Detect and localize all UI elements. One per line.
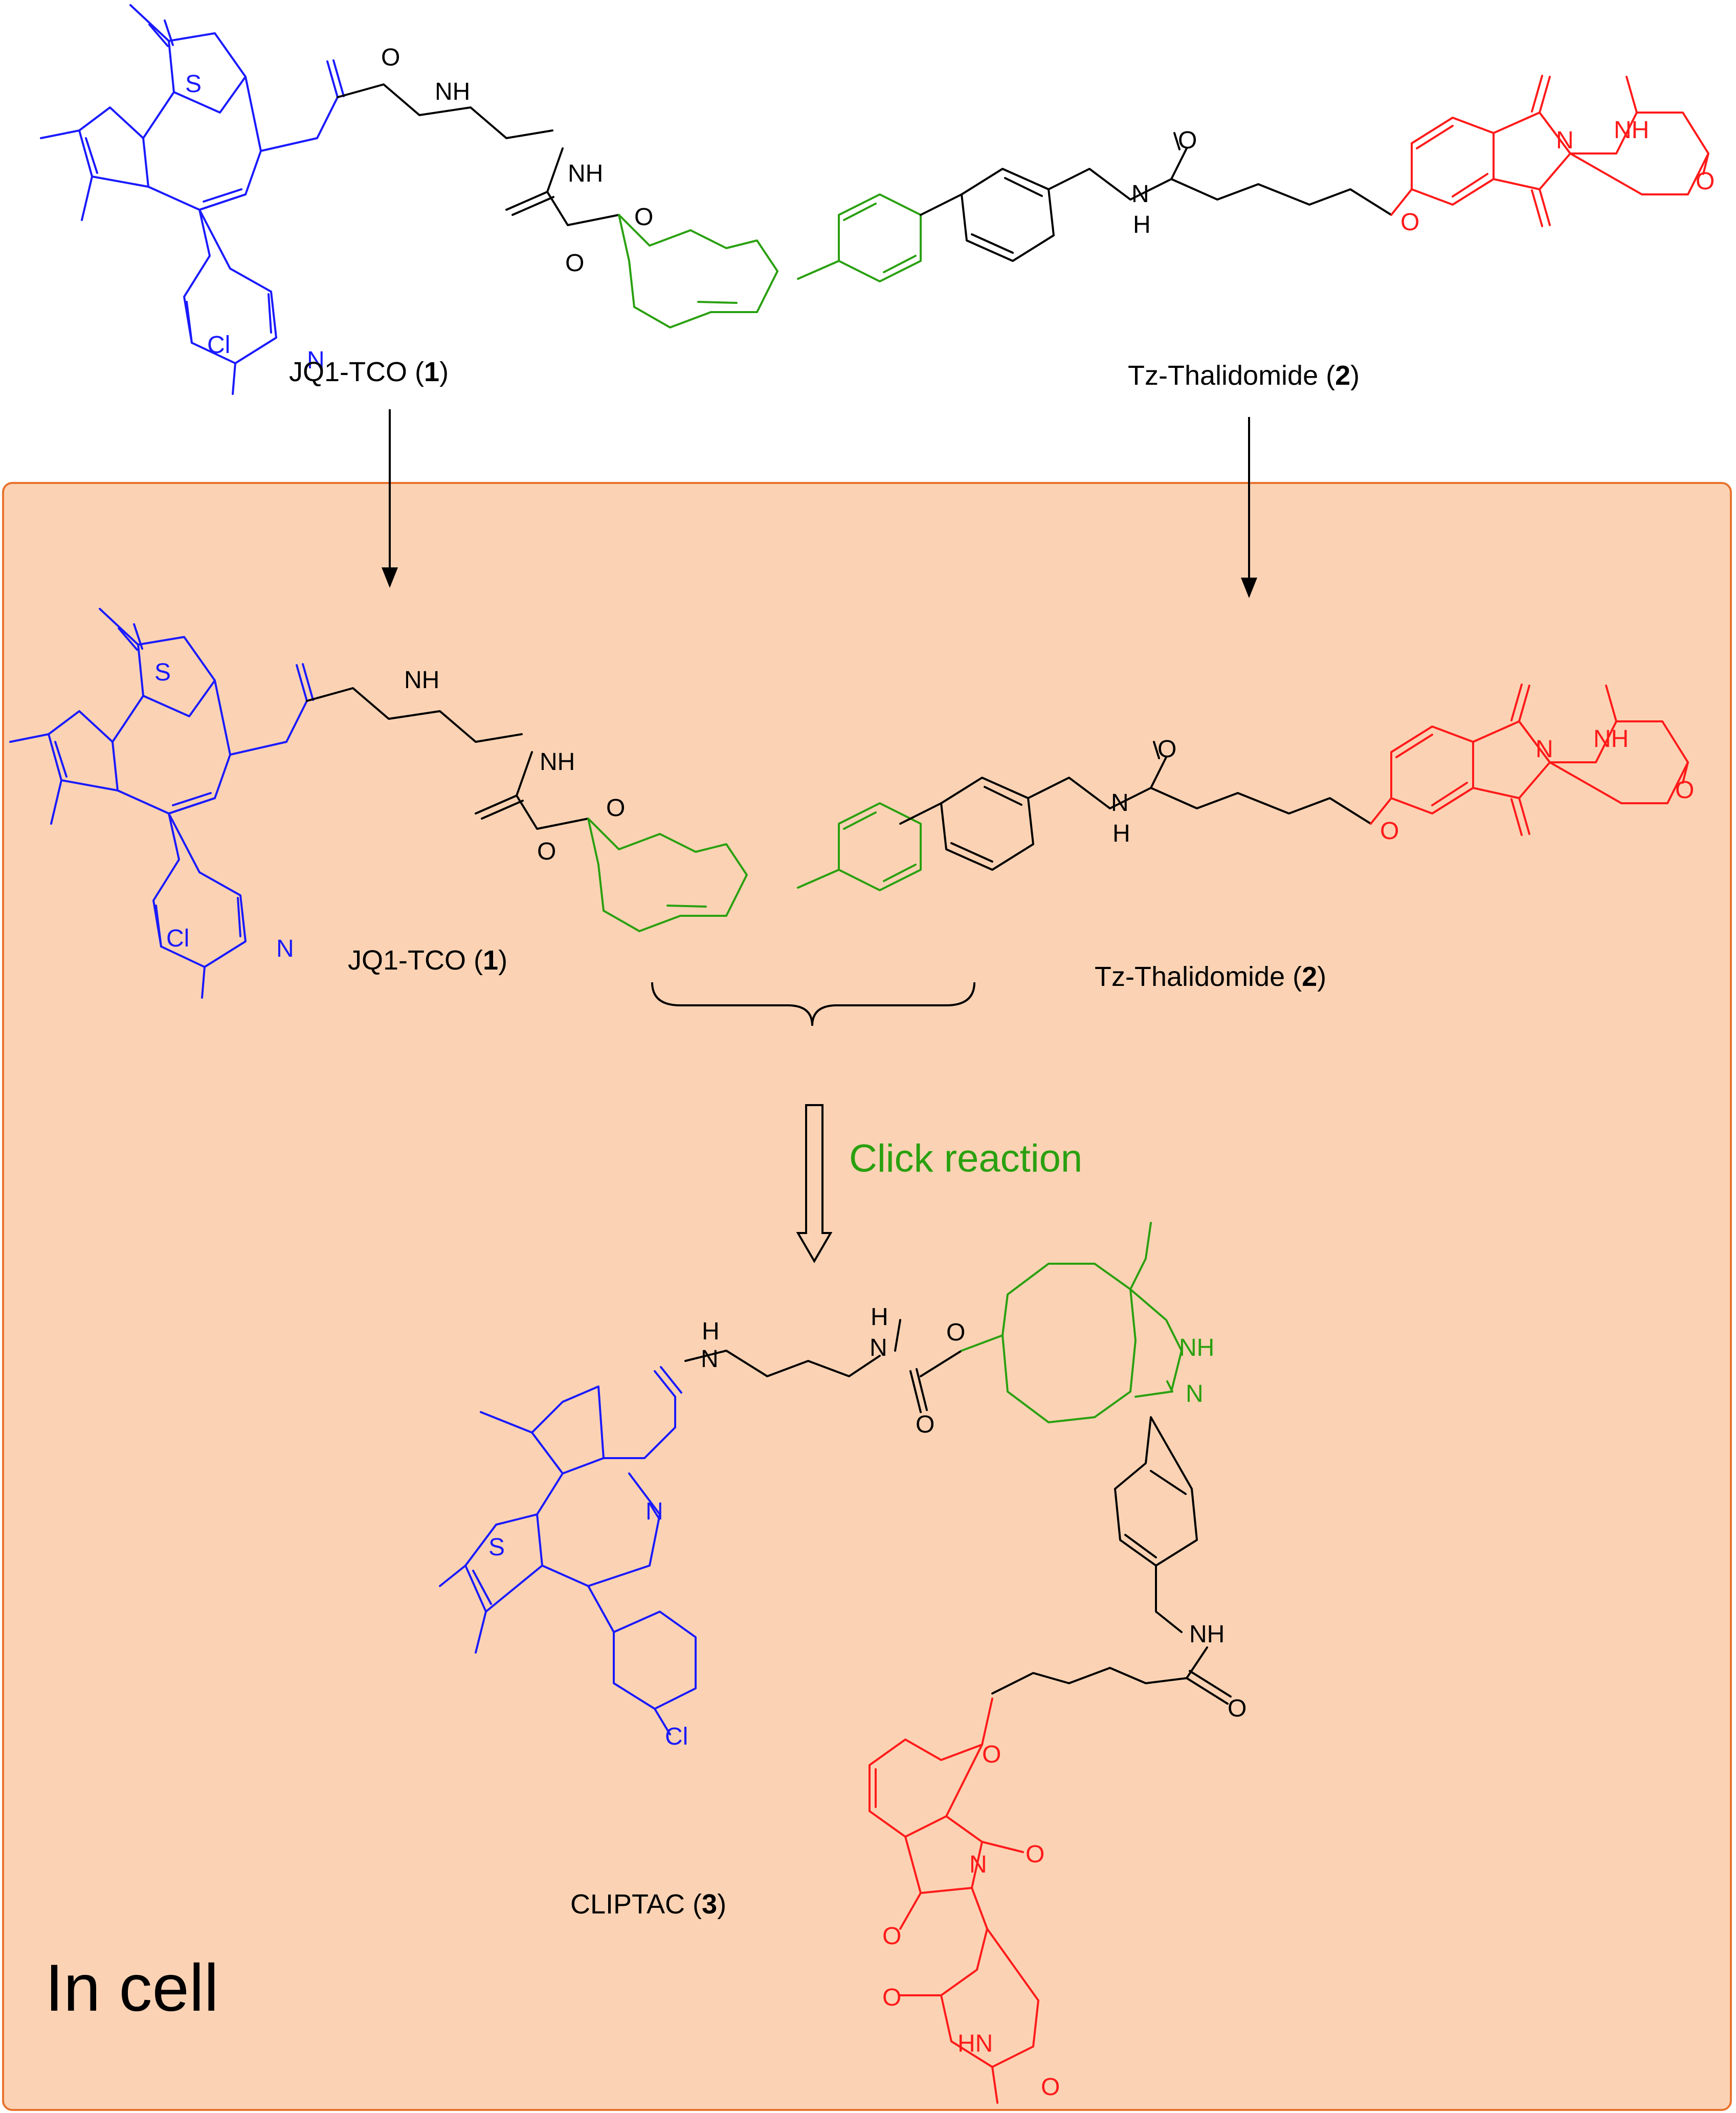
atom-hn: HN — [958, 2030, 993, 2057]
atom-o: O — [1400, 209, 1419, 236]
atom-o: O — [381, 44, 400, 71]
atom-o: O — [1178, 127, 1197, 154]
atom-o: O — [1041, 2074, 1060, 2101]
atom-n: N — [1186, 1380, 1204, 1407]
atom-o: O — [565, 250, 584, 277]
atom-o: O — [1158, 736, 1176, 763]
atom-h: H — [702, 1318, 720, 1345]
label-tz-thalidomide-top: Tz-Thalidomide (2) — [1128, 360, 1360, 391]
atom-n: N — [870, 1334, 887, 1361]
atom-s: S — [488, 1534, 505, 1561]
atom-o: O — [1696, 168, 1715, 195]
in-cell-region — [2, 482, 1732, 2111]
atom-n: N — [1111, 789, 1129, 817]
atom-s: S — [154, 659, 171, 686]
atom-o: O — [1380, 818, 1399, 845]
atom-h: H — [1133, 211, 1151, 238]
atom-o: O — [982, 1741, 1001, 1768]
atom-n: N — [307, 347, 325, 374]
atom-nh: NH — [1614, 117, 1649, 144]
atom-nh: NH — [1593, 725, 1629, 753]
reaction-arrow — [796, 1104, 833, 1263]
atom-o: O — [916, 1411, 934, 1438]
cliptac-structure — [439, 1222, 1232, 2104]
atom-h: H — [871, 1304, 888, 1331]
atom-n: N — [276, 935, 294, 962]
atom-o: O — [1026, 1841, 1044, 1868]
atom-cl: Cl — [207, 332, 230, 359]
atom-nh: NH — [568, 160, 603, 187]
atom-o: O — [537, 838, 556, 865]
atom-n: N — [1131, 181, 1149, 208]
atom-o: O — [946, 1319, 965, 1346]
atom-n: N — [646, 1498, 663, 1525]
atom-s: S — [185, 71, 202, 98]
atom-o: O — [606, 795, 625, 822]
atom-nh: NH — [1189, 1621, 1225, 1648]
atom-nh: NH — [540, 749, 575, 776]
atom-cl: Cl — [166, 925, 189, 952]
atom-n: N — [1535, 736, 1553, 763]
in-cell-label: In cell — [45, 1950, 219, 2025]
atom-o: O — [882, 1984, 901, 2011]
label-tz-thalidomide-cell: Tz-Thalidomide (2) — [1095, 961, 1326, 992]
atom-nh: NH — [435, 78, 470, 105]
label-cliptac: CLIPTAC (3) — [570, 1889, 726, 1920]
click-reaction-label: Click reaction — [849, 1137, 1082, 1180]
atom-n: N — [701, 1346, 719, 1373]
label-jq1-tco-cell: JQ1-TCO (1) — [348, 945, 507, 976]
atom-nh: NH — [1179, 1334, 1214, 1361]
atom-n: N — [1556, 127, 1574, 154]
atom-o: O — [1675, 777, 1694, 804]
atom-o: O — [882, 1923, 901, 1950]
brace — [651, 982, 975, 1026]
atom-h: H — [1112, 820, 1130, 847]
atom-n: N — [969, 1851, 987, 1878]
atom-cl: Cl — [665, 1723, 688, 1750]
atom-o: O — [1228, 1695, 1247, 1722]
label-jq1-tco-top: JQ1-TCO (1) — [289, 357, 449, 387]
atom-nh: NH — [404, 667, 439, 694]
atom-o: O — [634, 204, 653, 231]
